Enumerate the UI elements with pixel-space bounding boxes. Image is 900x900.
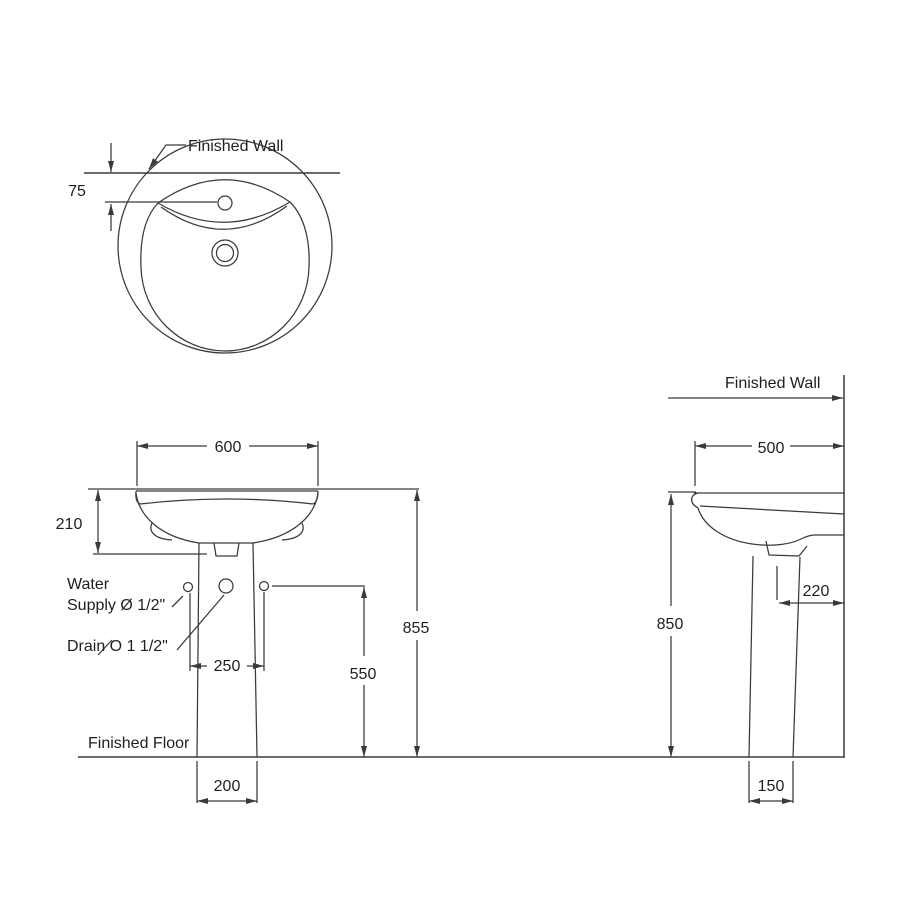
pedestal-right-edge: [252, 542, 258, 758]
dim-550-value: 550: [350, 666, 377, 683]
faucet-hole: [217, 195, 233, 211]
basin-rim-inner-arc: [139, 498, 314, 505]
dim-850-value: 850: [657, 616, 684, 633]
finished-wall-label-side: Finished Wall: [725, 375, 820, 392]
dim-220-value: 220: [803, 583, 830, 600]
basin-front-lip: [691, 492, 699, 509]
water-supply-leader: [171, 595, 184, 608]
water-supply-hole-right: [258, 580, 270, 592]
dim-150-value: 150: [758, 778, 785, 795]
drain-outlet-front: [218, 578, 234, 594]
water-supply-hole-left: [182, 581, 194, 593]
drain-leader: [176, 594, 225, 651]
dim-250-value: 250: [214, 658, 241, 675]
basin-rim-inner-line-side: [699, 505, 845, 515]
basin-underside-profile: [697, 507, 844, 546]
faucet-deck-upper-arc: [157, 179, 291, 204]
basin-left-lug: [150, 522, 173, 541]
water-supply-label-line1: Water: [67, 576, 110, 593]
drain-hole-outer: [211, 239, 239, 267]
basin-right-lug: [281, 522, 304, 541]
dim-500-value: 500: [758, 440, 785, 457]
pedestal-left-edge: [196, 542, 200, 758]
basin-bowl-outline: [135, 492, 319, 544]
pedestal-front-edge-side: [748, 555, 754, 758]
drain-fitting-side: [765, 540, 808, 557]
side-view: Finished Wall 500 220 850 150: [657, 375, 845, 804]
basin-outer-rim: [117, 138, 333, 354]
dim-200-value: 200: [214, 778, 241, 795]
finished-wall-leader-arrow: [148, 144, 186, 170]
drain-fitting-front: [213, 542, 240, 557]
pedestal-back-edge-side: [792, 556, 801, 758]
faucet-deck-lower-arc: [157, 201, 291, 223]
finished-floor-label: Finished Floor: [88, 735, 190, 752]
top-view-plan: Finished Wall 75: [68, 138, 340, 354]
basin-inner-bowl: [140, 201, 310, 352]
dim-600-value: 600: [215, 439, 242, 456]
dim-75-value: 75: [68, 183, 86, 200]
water-supply-label-line2: Supply Ø 1/2": [67, 597, 165, 614]
dim-210-value: 210: [56, 516, 83, 533]
faucet-deck-ledge-arc: [160, 205, 288, 230]
dim-855-value: 855: [403, 620, 430, 637]
drain-leader-tail: [97, 639, 113, 656]
finished-wall-label-top: Finished Wall: [188, 138, 283, 155]
front-view: 600 210 Water Supply Ø 1/2" Drain O 1 1/…: [56, 439, 845, 804]
drain-label: Drain O 1 1/2": [67, 638, 168, 655]
drain-hole-inner: [215, 243, 235, 263]
